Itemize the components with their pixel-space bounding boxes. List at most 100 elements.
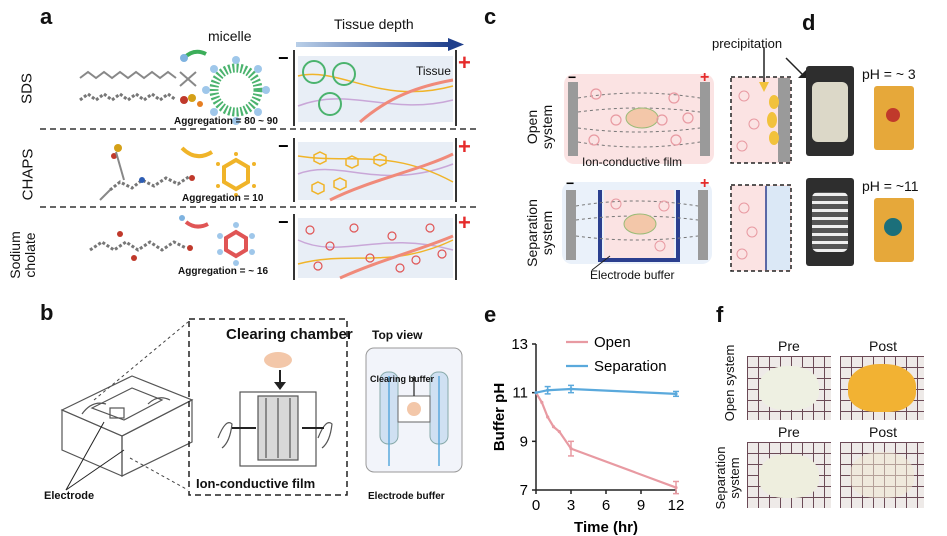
legend-label-separation: Separation bbox=[594, 358, 667, 375]
open-system-label-f: Open system bbox=[722, 344, 737, 422]
separation-post-photo bbox=[840, 442, 924, 508]
data-point bbox=[546, 415, 550, 419]
cholate-micelle bbox=[179, 215, 255, 266]
plus-sign: + bbox=[458, 210, 471, 235]
tissue-depth-header: Tissue depth bbox=[334, 16, 414, 32]
open-system-diagram: − + bbox=[564, 69, 714, 164]
top-view-diagram bbox=[365, 347, 463, 473]
separation-system-diagram: − + bbox=[562, 175, 712, 264]
svg-text:−: − bbox=[566, 175, 574, 191]
cholate-molecule bbox=[89, 231, 193, 261]
svg-text:+: + bbox=[700, 175, 709, 192]
panel-letter-f: f bbox=[716, 302, 724, 327]
separation-pre-photo bbox=[747, 442, 831, 508]
open-zoom-box bbox=[730, 76, 792, 164]
pre-label-top: Pre bbox=[778, 338, 800, 354]
clearing-chamber-box bbox=[188, 318, 348, 496]
tissue-box-chaps: − bbox=[278, 136, 457, 202]
x-tick-label: 0 bbox=[532, 497, 540, 514]
plus-sign: + bbox=[458, 134, 471, 159]
aggregation-sds: Aggregation = 80 ~ 90 bbox=[174, 116, 278, 127]
tissue-box-cholate: − bbox=[278, 212, 457, 280]
ph-paper-open bbox=[874, 86, 914, 150]
x-tick-label: 9 bbox=[637, 497, 645, 514]
aggregation-cholate: Aggregation = ~ 16 bbox=[178, 266, 269, 277]
row-label-chaps: CHAPS bbox=[19, 148, 37, 201]
row-label-sodium-cholate: Sodium cholate bbox=[7, 231, 38, 279]
sds-molecule bbox=[79, 70, 203, 107]
y-tick-label: 7 bbox=[520, 482, 528, 499]
ion-film-label: Ion-conductive film bbox=[196, 476, 316, 491]
precipitation-label: precipitation bbox=[712, 36, 783, 51]
legend-label-open: Open bbox=[594, 334, 631, 351]
row-divider bbox=[40, 206, 480, 208]
x-tick-label: 12 bbox=[668, 497, 685, 514]
ion-film-label-c: Ion-conductive film bbox=[582, 155, 683, 169]
ph-sep-label: pH = ~11 bbox=[862, 178, 919, 194]
svg-text:−: − bbox=[278, 212, 289, 232]
open-precipitate-photo bbox=[806, 66, 854, 156]
data-point bbox=[569, 387, 573, 391]
open-system-label: Open system bbox=[524, 104, 555, 150]
row-divider bbox=[40, 128, 480, 130]
data-point bbox=[674, 485, 678, 490]
data-point bbox=[540, 400, 544, 404]
ph-paper-separation bbox=[874, 198, 914, 262]
x-tick-label: 6 bbox=[602, 497, 610, 514]
data-point bbox=[674, 392, 678, 396]
y-tick-label: 13 bbox=[511, 336, 528, 353]
plus-sign: + bbox=[458, 50, 471, 75]
top-view-label: Top view bbox=[372, 328, 423, 342]
open-pre-photo bbox=[747, 356, 831, 420]
panel-letter-d: d bbox=[802, 10, 816, 35]
pointer-arrow bbox=[785, 57, 806, 78]
separation-system-label: Separation system bbox=[524, 199, 555, 267]
precipitation-arrow bbox=[759, 48, 769, 92]
separation-precipitate-photo bbox=[806, 178, 854, 266]
panel-letter-a: a bbox=[40, 4, 53, 29]
data-point bbox=[546, 388, 550, 392]
electrode-buffer-label: Electrode buffer bbox=[368, 491, 445, 502]
svg-text:−: − bbox=[278, 48, 289, 68]
panel-letter-b: b bbox=[40, 300, 54, 325]
electrode-buffer-pointer bbox=[591, 255, 611, 271]
separation-zoom-box bbox=[730, 184, 792, 272]
post-label-bottom: Post bbox=[869, 424, 898, 440]
data-point bbox=[569, 447, 573, 451]
svg-text:−: − bbox=[568, 69, 576, 85]
y-axis-label: Buffer pH bbox=[491, 383, 508, 451]
electrode-label: Electrode bbox=[44, 490, 95, 502]
panel-letter-c: c bbox=[484, 4, 497, 29]
series-line-separation bbox=[535, 387, 677, 395]
tissue-label: Tissue bbox=[416, 64, 451, 78]
micelle-header: micelle bbox=[208, 28, 252, 44]
aggregation-chaps: Aggregation = 10 bbox=[182, 193, 264, 204]
separation-system-label-f: Separation system bbox=[713, 446, 742, 510]
ph-open-label: pH = ~ 3 bbox=[862, 66, 916, 82]
pre-label-bottom: Pre bbox=[778, 424, 800, 440]
tissue-box-sds: − bbox=[278, 48, 457, 126]
y-tick-label: 11 bbox=[512, 385, 528, 402]
series-line-open bbox=[535, 392, 677, 489]
svg-text:+: + bbox=[700, 69, 709, 86]
chaps-molecule bbox=[99, 144, 195, 201]
clearing-buffer-label: Clearing buffer bbox=[370, 374, 435, 384]
y-tick-label: 9 bbox=[520, 433, 528, 450]
row-label-sds: SDS bbox=[18, 73, 36, 104]
svg-text:−: − bbox=[278, 136, 289, 156]
open-post-photo bbox=[840, 356, 924, 420]
data-point bbox=[557, 430, 561, 434]
x-tick-label: 3 bbox=[567, 497, 575, 514]
zoom-lines bbox=[93, 321, 189, 491]
depth-arrow bbox=[296, 38, 464, 51]
post-label-top: Post bbox=[869, 338, 898, 354]
data-point bbox=[551, 425, 556, 429]
sds-micelle bbox=[180, 49, 270, 125]
electrode-buffer-label-c: Electrode buffer bbox=[590, 268, 675, 282]
electrode-pointer-lines bbox=[65, 421, 125, 491]
chaps-micelle bbox=[180, 146, 256, 197]
data-point bbox=[534, 391, 538, 395]
clearing-chamber-title: Clearing chamber bbox=[226, 326, 353, 343]
panel-letter-e: e bbox=[484, 302, 497, 327]
